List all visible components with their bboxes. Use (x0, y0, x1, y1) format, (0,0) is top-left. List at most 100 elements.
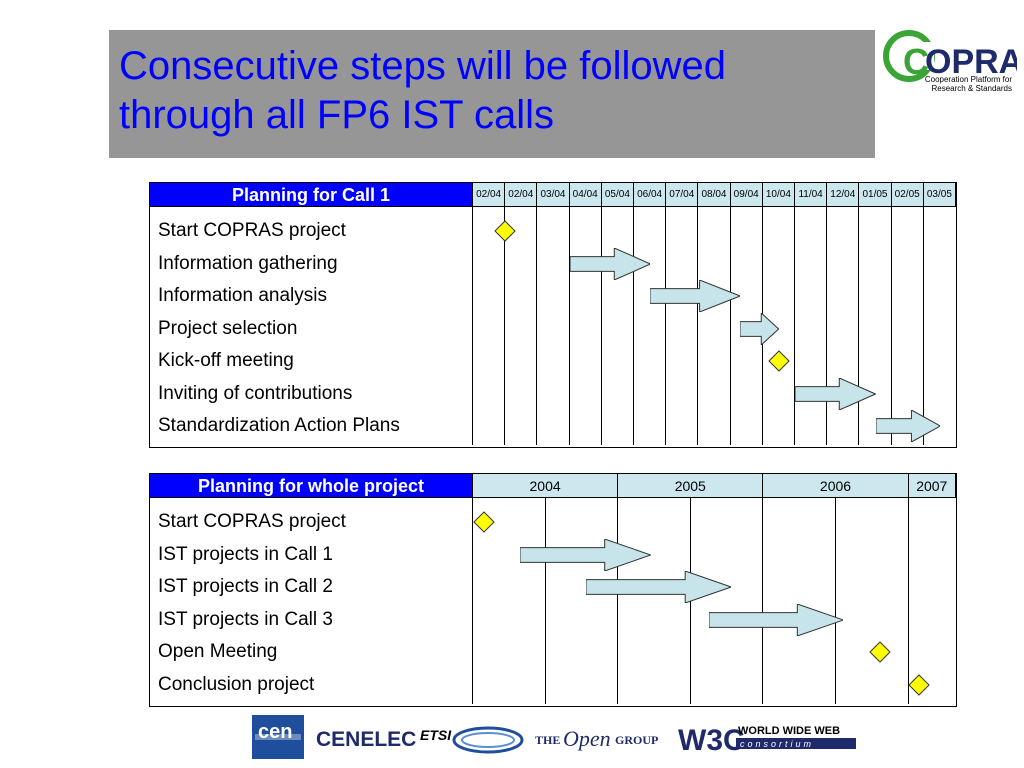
whole-arrow-shape (585, 570, 733, 604)
etsi-logo: ETSI (420, 726, 524, 754)
open-group-the: THE (535, 733, 560, 747)
call1-gridline (890, 207, 892, 445)
whole-task-label: IST projects in Call 2 (158, 576, 333, 597)
whole-task-label: IST projects in Call 1 (158, 543, 333, 565)
whole-gridline (835, 498, 836, 704)
whole-task-label: Start COPRAS project (158, 511, 346, 532)
whole-task-label: Conclusion project (158, 673, 315, 695)
whole-arrow-shape (519, 538, 653, 572)
call1-column-header: 04/04 (569, 183, 602, 207)
call1-gridline (794, 207, 795, 445)
copras-tagline-2: Research & Standards (932, 84, 1013, 93)
call1-task-bar (569, 246, 652, 285)
call1-column-header: 09/04 (730, 183, 763, 207)
call1-milestone-shape (768, 350, 790, 372)
open-group-group: GROUP (615, 733, 658, 747)
call1-header: Planning for Call 1 (150, 183, 473, 207)
title-line-2: through all FP6 IST calls (119, 93, 555, 137)
call1-column-header: 08/04 (698, 183, 731, 207)
call1-column-header: 10/04 (762, 183, 795, 207)
call1-task-label: Project selection (158, 317, 298, 339)
call1-arrow-shape (649, 279, 742, 313)
whole-column-header: 2006 (763, 474, 909, 498)
call1-gridline (922, 207, 924, 445)
call1-column-header: 01/05 (859, 183, 892, 207)
call1-task-bar (739, 311, 780, 350)
title-banner: Consecutive steps will be followed throu… (109, 30, 875, 158)
call1-arrow-shape (569, 246, 652, 281)
whole-gridline (907, 498, 909, 704)
call1-task-bar (875, 409, 941, 447)
cenelec-logo: CENELEC (316, 728, 416, 751)
whole-task-label: Open Meeting (158, 641, 278, 662)
call1-column-header: 02/04 (505, 183, 538, 207)
call1-task-label: Inviting of contributions (158, 382, 353, 404)
copras-tagline-1: Cooperation Platform for (925, 75, 1012, 84)
call1-column-header: 11/04 (795, 183, 828, 207)
call1-arrow-shape (875, 409, 941, 444)
partner-logos: cen CENELEC ETSI THE Open GROUP W3C WORL… (250, 712, 870, 762)
whole-column-header: 2004 (473, 474, 619, 498)
whole-task-bar (519, 538, 653, 576)
call1-arrow-shape (794, 376, 877, 411)
call1-column-header: 03/04 (537, 183, 570, 207)
call1-column-header: 05/04 (601, 183, 634, 207)
call1-gridline (504, 207, 506, 445)
cenelec-logo-text: CENELEC (316, 728, 416, 751)
call1-task-label: Kick-off meeting (158, 350, 294, 371)
whole-header-divider (150, 497, 956, 498)
cen-logo-text: cen (258, 721, 292, 743)
whole-arrow-shape (708, 603, 845, 637)
call1-column-header: 12/04 (827, 183, 860, 207)
consortium-logo-text: consortium (740, 739, 814, 749)
call1-header-divider (150, 206, 956, 207)
call1-arrow-shape (739, 311, 780, 346)
whole-gridline (617, 498, 619, 704)
call1-gridline (633, 207, 634, 445)
whole-milestone (908, 674, 931, 701)
call1-gridline (472, 207, 473, 445)
call1-gridline (729, 207, 731, 445)
call1-milestone (494, 220, 516, 247)
whole-milestone-shape (868, 641, 891, 663)
cen-logo: cen (252, 715, 304, 759)
call1-gridline (697, 207, 699, 445)
call1-task-label: Information gathering (158, 252, 338, 274)
call1-task-label: Standardization Action Plans (158, 415, 400, 436)
w3c-logo: W3C WORLD WIDE WEB consortium (678, 724, 856, 757)
whole-gridline (544, 498, 546, 704)
whole-milestone-shape (908, 674, 931, 696)
call1-gridline (665, 207, 667, 445)
call1-gridline (568, 207, 570, 445)
etsi-logo-text: ETSI (420, 727, 452, 743)
call1-column-header: 02/05 (891, 183, 924, 207)
call1-task-label: Start COPRAS project (158, 220, 346, 241)
call1-task-bar (794, 376, 877, 415)
whole-task-bar (585, 570, 733, 608)
copras-logo-wordmark: OPRAS (925, 43, 1017, 81)
call1-column-header: 06/04 (634, 183, 667, 207)
copras-logo-ring-gap (912, 42, 934, 70)
whole-gridline (472, 498, 473, 704)
call1-gridline (858, 207, 860, 445)
copras-logo-graphic: C OPRAS Cooperation Platform for Researc… (883, 30, 1024, 93)
call1-milestone-shape (494, 220, 516, 242)
whole-gridline (762, 498, 764, 704)
whole-header: Planning for whole project (150, 474, 473, 498)
call1-gridline (536, 207, 538, 445)
whole-task-bar (708, 603, 845, 641)
call1-column-header: 07/04 (666, 183, 699, 207)
whole-column-header: 2005 (618, 474, 764, 498)
w3c-logo-text: W3C (678, 724, 745, 757)
open-group-open: Open (563, 726, 611, 751)
whole-milestone-shape (473, 511, 495, 533)
call1-gridline (600, 207, 602, 445)
call1-task-bar (649, 279, 742, 317)
whole-milestone (473, 511, 495, 538)
whole-task-label: IST projects in Call 3 (158, 608, 333, 630)
call1-column-header: 02/04 (473, 183, 506, 207)
open-group-logo: THE Open GROUP (535, 726, 658, 751)
whole-column-header: 2007 (908, 474, 956, 498)
